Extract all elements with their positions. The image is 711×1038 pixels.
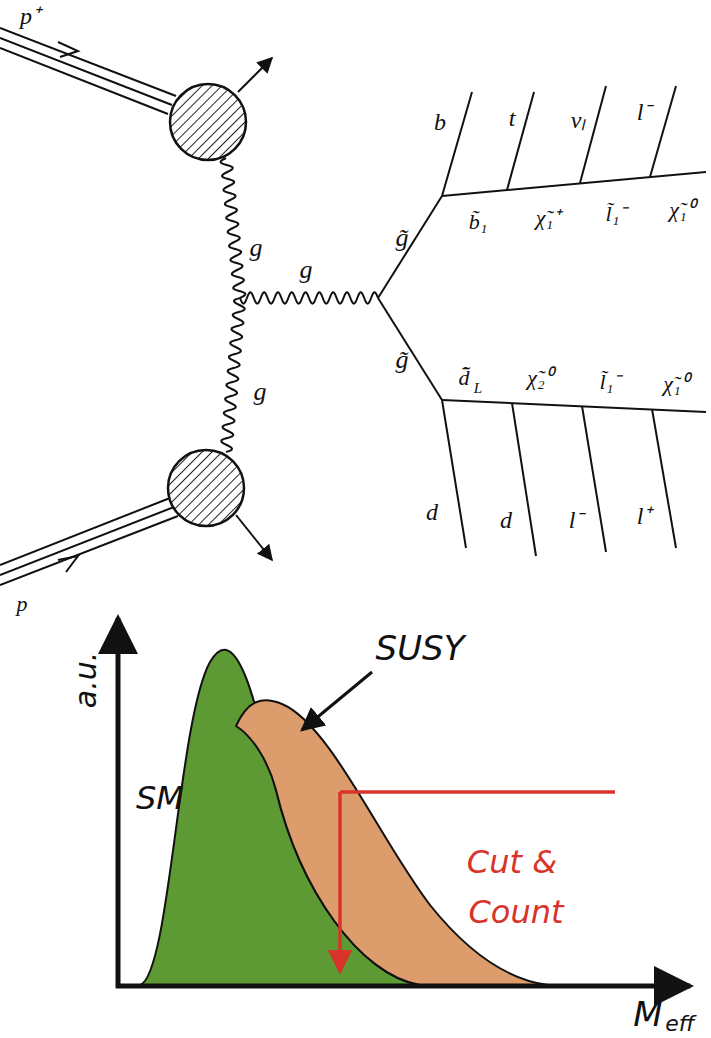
gluon-line: [221, 158, 246, 298]
particle-label: χ̃₂⁰: [527, 367, 552, 389]
particle-label: g: [254, 379, 267, 405]
particle-label: p⁺: [20, 4, 40, 28]
cut-label: Count: [468, 896, 563, 928]
particle-lines: [378, 86, 706, 556]
particle-label: b̃₁: [469, 211, 488, 233]
particle-label: d: [500, 508, 512, 532]
particle-label: χ̃₁⁺: [536, 207, 560, 229]
particle-label: d̃̄: [459, 367, 470, 389]
axis-label: M: [633, 997, 662, 1031]
proton-line: [0, 28, 178, 585]
particle-label: g̃: [396, 225, 409, 251]
cut-arrow: [338, 792, 342, 972]
particle-label: g̃: [396, 347, 409, 373]
particle-label: d: [426, 500, 438, 524]
particle-label: χ̃₁⁰: [663, 373, 688, 395]
parton-blob: [170, 84, 246, 160]
remnant-arrow: [238, 58, 272, 92]
particle-label: l⁻: [569, 508, 584, 532]
particle-label: g: [250, 235, 263, 261]
proton-arrow: [58, 42, 78, 57]
particle-label: l⁺: [637, 504, 652, 528]
particle-label: l̃₁⁻: [600, 371, 621, 393]
particle-label: νₗ: [571, 108, 586, 132]
remnant-arrow: [236, 515, 272, 560]
gluon-line: [240, 292, 378, 303]
particle-label: l̃₁⁻: [606, 203, 627, 225]
axis-label: a.u.: [71, 652, 101, 708]
y-axis: [116, 618, 121, 988]
particle-label: l⁻: [637, 100, 652, 124]
cut-label: Cut &: [467, 846, 557, 878]
particle-label: t: [509, 106, 516, 130]
proton-arrow: [58, 556, 78, 572]
axis-label: eff: [665, 1013, 694, 1035]
particle-label: χ̃₁⁰: [669, 199, 694, 221]
particle-label: L: [474, 381, 482, 396]
cut-line: [340, 790, 615, 794]
susy-distribution: [236, 700, 548, 985]
x-axis: [116, 984, 690, 989]
gluon-lines: [221, 158, 378, 452]
parton-blob: [168, 450, 244, 526]
series-label: SM: [136, 782, 184, 814]
gluon-line: [221, 298, 245, 452]
axis-label: p: [17, 593, 28, 615]
particle-label: g: [300, 257, 313, 283]
leader-arrow: [302, 672, 372, 730]
series-label: SUSY: [376, 631, 465, 665]
particle-label: b: [434, 110, 446, 134]
